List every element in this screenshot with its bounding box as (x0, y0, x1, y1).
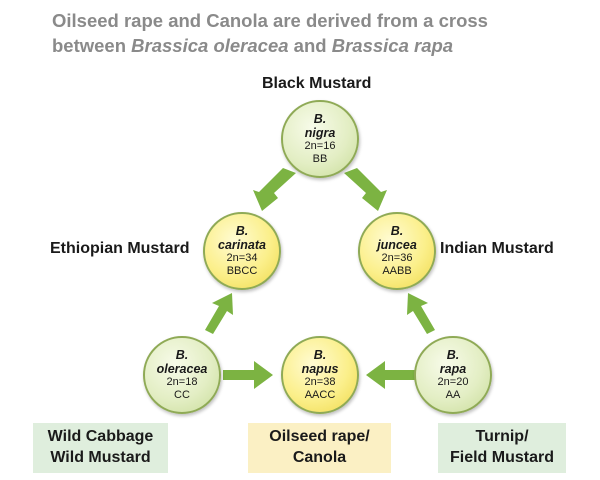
box-line-2: Field Mustard (449, 449, 554, 466)
node-genus: B. (313, 112, 327, 126)
node-genome: CC (174, 389, 190, 401)
node-chromosome-count: 2n=34 (226, 252, 258, 264)
label-ethiopian-mustard: Ethiopian Mustard (50, 240, 190, 257)
node-species: napus (301, 362, 339, 376)
node-b-juncea: B. juncea 2n=36 AABB (358, 212, 436, 290)
box-line-2: Wild Mustard (50, 449, 151, 466)
diagram-title: Oilseed rape and Canola are derived from… (52, 8, 592, 58)
node-genus: B. (175, 348, 189, 362)
arrow-oleracea-to-napus (223, 361, 273, 389)
box-line-1: Wild Cabbage (47, 428, 154, 445)
common-name-box-napus: Oilseed rape/ Canola (248, 423, 391, 473)
node-species: carinata (218, 238, 266, 252)
node-b-nigra: B. nigra 2n=16 BB (281, 100, 359, 178)
node-species: nigra (304, 126, 336, 140)
node-genome: AACC (304, 389, 336, 401)
arrow-oleracea-to-carinata (205, 293, 233, 334)
node-species: rapa (439, 362, 467, 376)
arrow-rapa-to-napus (366, 361, 415, 389)
node-genome: BB (312, 153, 328, 165)
title-line-2: between Brassica oleracea and Brassica r… (52, 33, 592, 58)
common-name-box-oleracea: Wild Cabbage Wild Mustard (33, 423, 168, 473)
arrow-nigra-to-juncea (344, 168, 387, 211)
node-genome: AABB (382, 265, 412, 277)
node-species: juncea (377, 238, 417, 252)
node-chromosome-count: 2n=36 (381, 252, 413, 264)
node-chromosome-count: 2n=38 (304, 376, 336, 388)
node-genus: B. (313, 348, 327, 362)
box-line-1: Turnip/ (475, 428, 529, 445)
node-genus: B. (446, 348, 460, 362)
label-black-mustard: Black Mustard (262, 75, 372, 92)
node-b-oleracea: B. oleracea 2n=18 CC (143, 336, 221, 414)
node-b-rapa: B. rapa 2n=20 AA (414, 336, 492, 414)
node-species: oleracea (156, 362, 208, 376)
box-line-2: Canola (292, 449, 347, 466)
label-indian-mustard: Indian Mustard (440, 240, 554, 257)
node-b-napus: B. napus 2n=38 AACC (281, 336, 359, 414)
node-chromosome-count: 2n=18 (166, 376, 198, 388)
title-conjunction: and (288, 35, 332, 56)
node-genome: AA (445, 389, 461, 401)
title-line-1: Oilseed rape and Canola are derived from… (52, 10, 488, 31)
arrow-nigra-to-carinata (253, 168, 296, 211)
node-genus: B. (235, 224, 249, 238)
node-b-carinata: B. carinata 2n=34 BBCC (203, 212, 281, 290)
box-line-1: Oilseed rape/ (269, 428, 370, 445)
node-chromosome-count: 2n=20 (437, 376, 469, 388)
node-chromosome-count: 2n=16 (304, 140, 336, 152)
title-species-a: Brassica oleracea (131, 35, 289, 56)
node-genus: B. (390, 224, 404, 238)
title-species-b: Brassica rapa (331, 35, 454, 56)
arrow-rapa-to-juncea (407, 293, 435, 334)
common-name-box-rapa: Turnip/ Field Mustard (438, 423, 566, 473)
node-genome: BBCC (226, 265, 258, 277)
title-prefix: between (52, 35, 132, 56)
